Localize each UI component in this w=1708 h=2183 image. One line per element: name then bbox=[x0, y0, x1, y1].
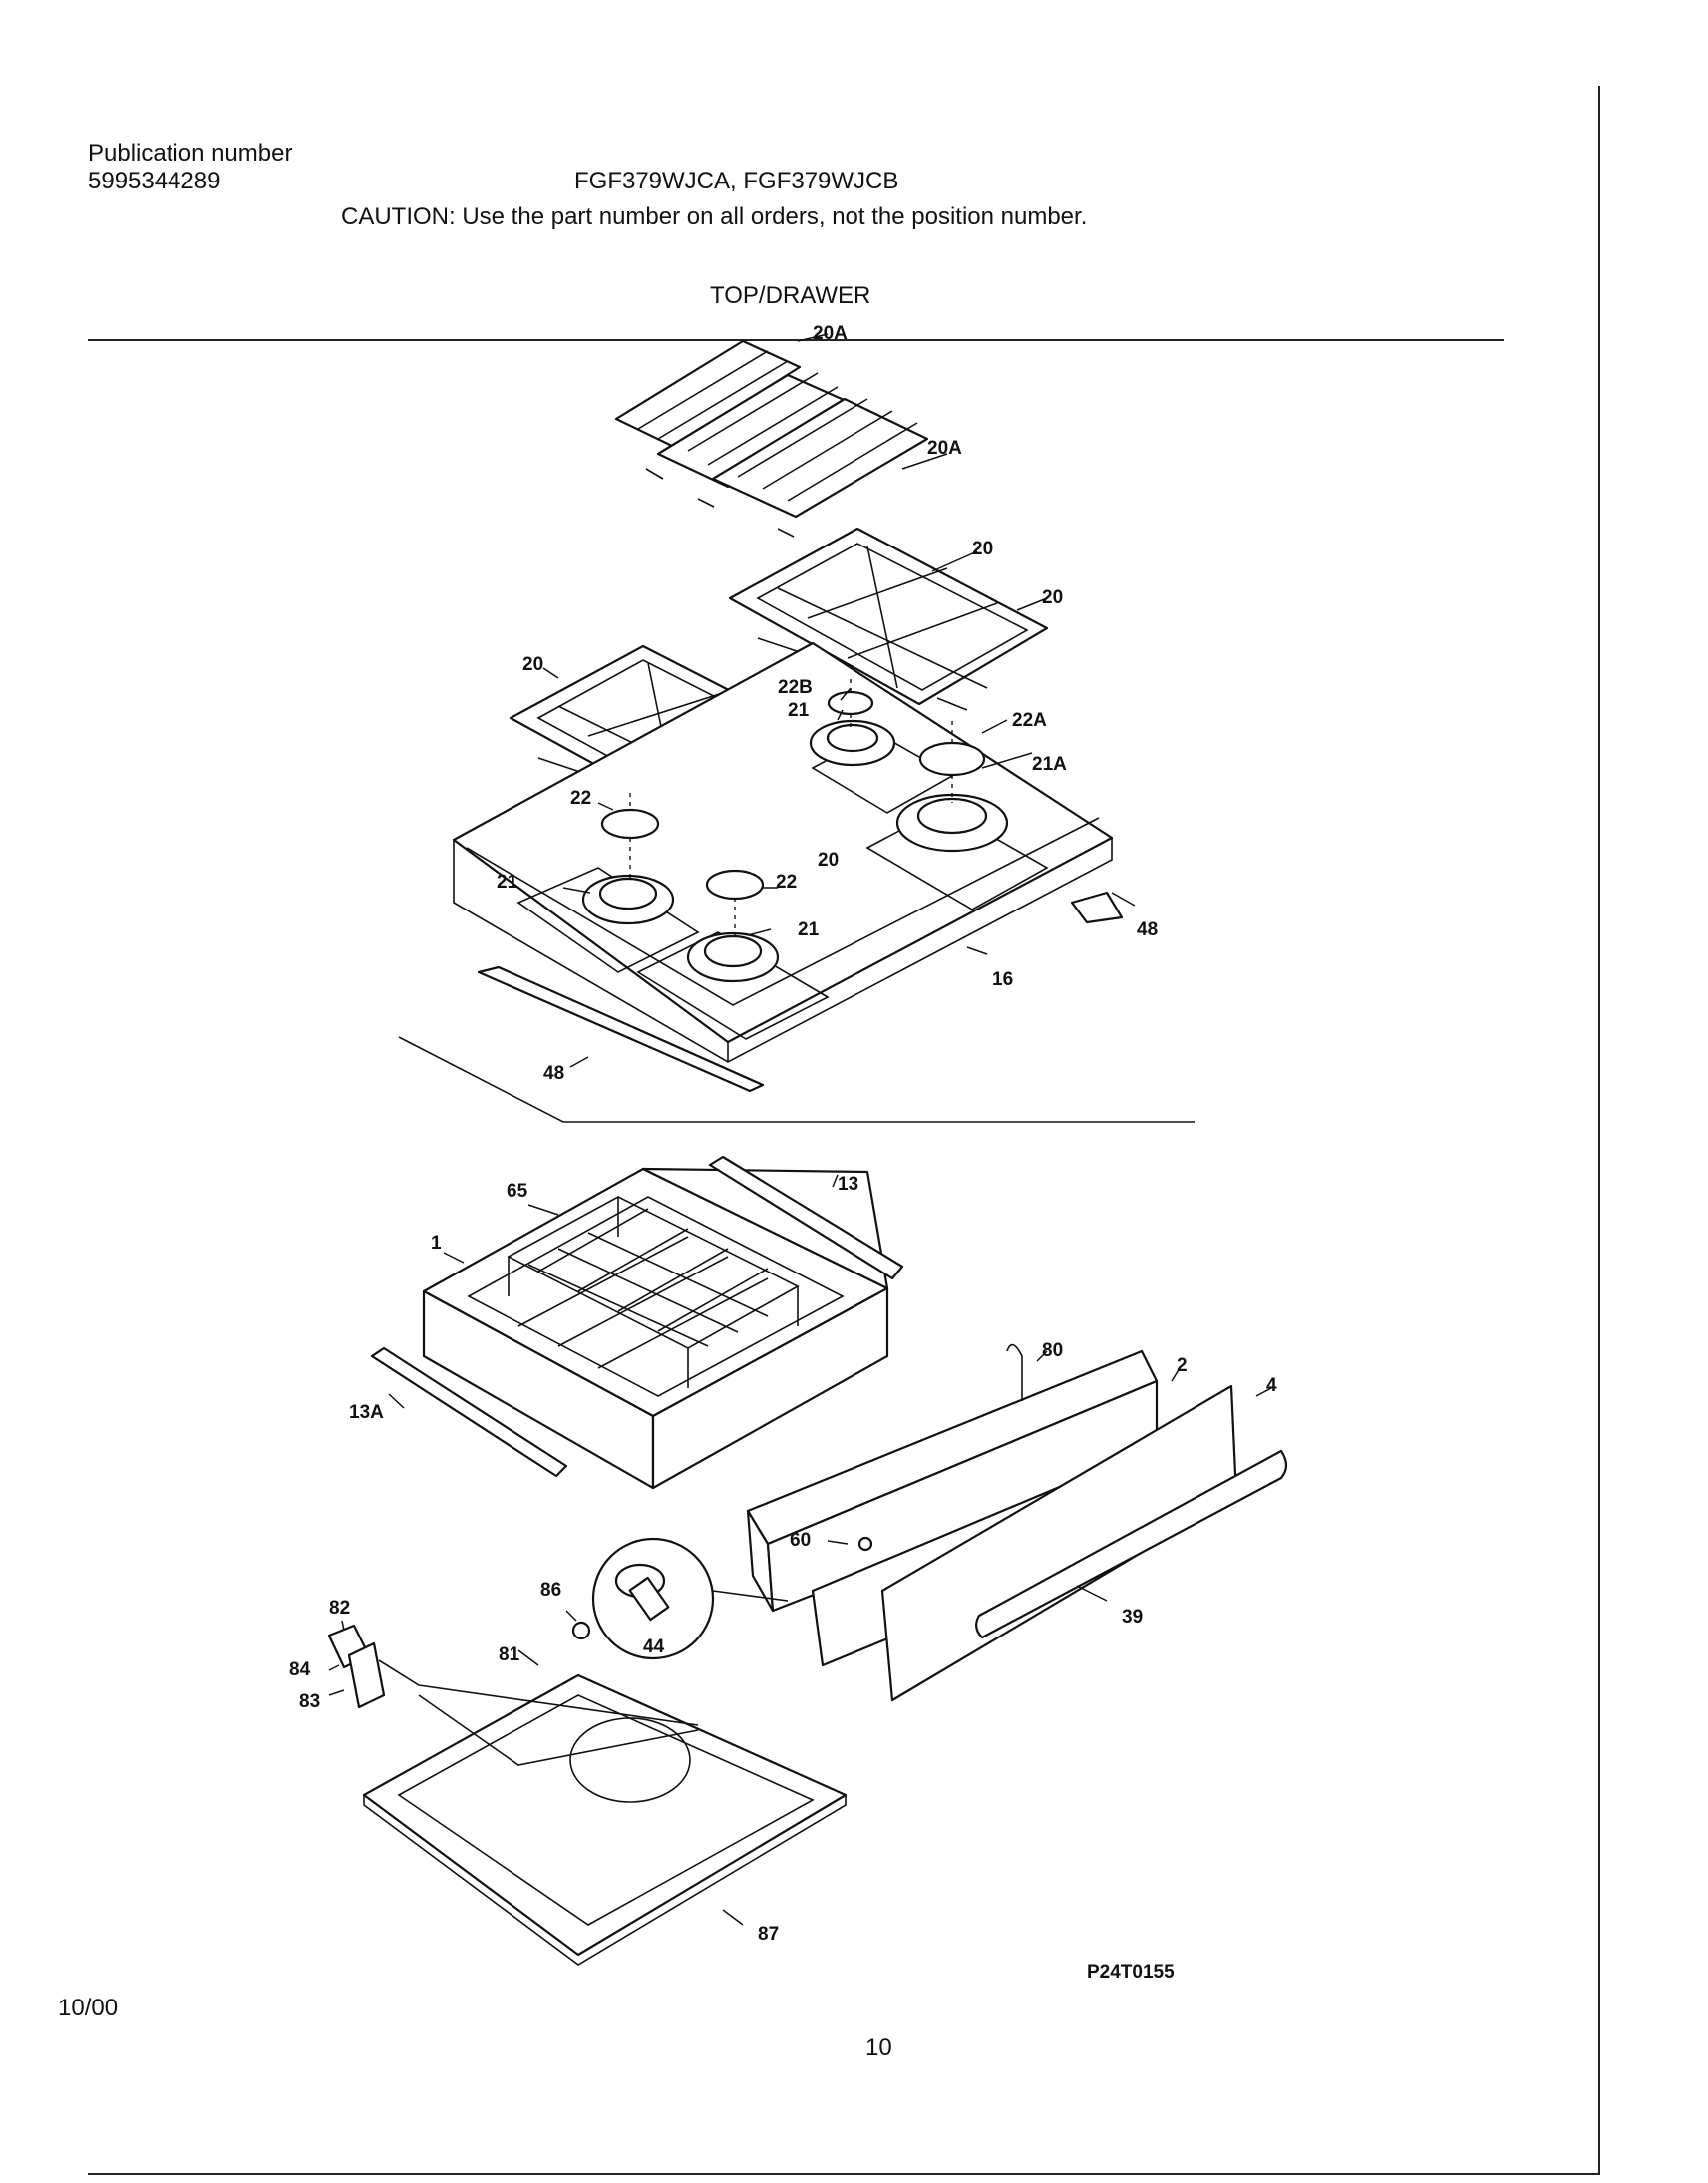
caution-note: CAUTION: Use the part number on all orde… bbox=[341, 203, 1088, 230]
callout-13: 13 bbox=[838, 1174, 858, 1195]
callout-labels: 20A 20A 20 20 20 22B 21 22A 21A 22 20 21… bbox=[289, 323, 1277, 1983]
drawer-slide-left bbox=[370, 1346, 568, 1478]
drawer-wire bbox=[1006, 1343, 1023, 1401]
drawer-bottom-panel bbox=[362, 1673, 848, 1966]
drawer-slide-right bbox=[708, 1155, 904, 1280]
cooktop-main-top bbox=[452, 641, 1114, 1063]
header-rule bbox=[88, 339, 1504, 341]
publication-label: Publication number bbox=[88, 140, 293, 167]
callout-84: 84 bbox=[289, 1659, 311, 1680]
figure-code: P24T0155 bbox=[1087, 1962, 1175, 1983]
clip-86 bbox=[571, 1621, 591, 1640]
callout-22-2: 22 bbox=[776, 872, 797, 893]
trim-strip-front bbox=[477, 965, 765, 1093]
burner-grate-right bbox=[728, 527, 1049, 711]
callout-20a-1: 20A bbox=[813, 323, 848, 344]
model-numbers: FGF379WJCA, FGF379WJCB bbox=[574, 168, 899, 194]
storage-drawer bbox=[746, 1349, 1238, 1702]
section-title: TOP/DRAWER bbox=[710, 282, 871, 309]
callout-48-1: 48 bbox=[1137, 919, 1158, 940]
callout-22a: 22A bbox=[1012, 710, 1047, 731]
callout-16: 16 bbox=[992, 969, 1013, 990]
footer-date: 10/00 bbox=[58, 1995, 119, 2021]
callout-60: 60 bbox=[790, 1530, 811, 1551]
callout-20-1: 20 bbox=[972, 539, 993, 559]
drawer-bumper bbox=[857, 1536, 873, 1552]
callout-22-1: 22 bbox=[570, 788, 591, 809]
drawer-box bbox=[422, 1167, 889, 1490]
callout-2: 2 bbox=[1177, 1355, 1188, 1376]
callout-20a-2: 20A bbox=[927, 438, 962, 459]
callout-44: 44 bbox=[643, 1637, 665, 1657]
drawer-handle bbox=[975, 1449, 1288, 1639]
callout-20-4: 20 bbox=[818, 850, 839, 871]
callout-13a: 13A bbox=[349, 1402, 384, 1423]
callout-87: 87 bbox=[758, 1924, 779, 1945]
oven-rack bbox=[507, 1196, 800, 1388]
igniter-assembly bbox=[327, 1624, 699, 1766]
callout-86: 86 bbox=[540, 1580, 561, 1601]
callout-21-3: 21 bbox=[798, 919, 820, 940]
page-bottom-rule bbox=[88, 2173, 1600, 2175]
callout-83: 83 bbox=[299, 1691, 320, 1712]
callout-1: 1 bbox=[431, 1233, 442, 1254]
leader-lines bbox=[328, 333, 1272, 1926]
reference-line-a bbox=[398, 1036, 1195, 1123]
page-number: 10 bbox=[865, 2034, 892, 2061]
callout-39: 39 bbox=[1122, 1607, 1143, 1628]
callout-80: 80 bbox=[1042, 1340, 1063, 1361]
callout-20-3: 20 bbox=[522, 654, 543, 675]
trim-strip-side bbox=[1070, 891, 1124, 924]
callout-82: 82 bbox=[329, 1598, 350, 1619]
griddle-grate-rear bbox=[614, 339, 929, 538]
callout-22b: 22B bbox=[778, 677, 813, 698]
publication-number: 5995344289 bbox=[88, 168, 221, 194]
callout-21-2: 21 bbox=[497, 872, 518, 893]
callout-20-2: 20 bbox=[1042, 587, 1063, 608]
callout-48-2: 48 bbox=[543, 1063, 564, 1084]
callout-4: 4 bbox=[1266, 1375, 1277, 1396]
callout-81: 81 bbox=[499, 1644, 520, 1665]
callout-21-1: 21 bbox=[788, 700, 810, 721]
detail-magnifier bbox=[591, 1537, 789, 1660]
callout-21a: 21A bbox=[1032, 754, 1067, 775]
callout-65: 65 bbox=[507, 1181, 528, 1202]
page-right-border bbox=[1598, 86, 1600, 2175]
